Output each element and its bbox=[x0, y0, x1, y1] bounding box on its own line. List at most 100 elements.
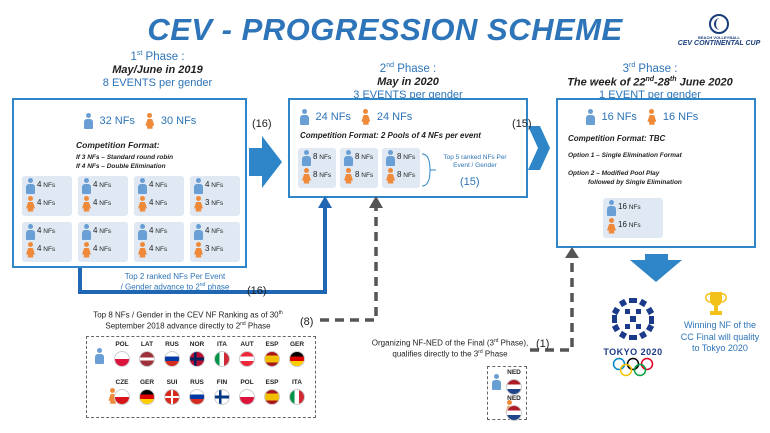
flag-code: GER bbox=[289, 341, 305, 348]
flag-code: NOR bbox=[189, 341, 205, 348]
flag-column: GER bbox=[286, 341, 308, 368]
phase2-header: 2nd Phase : May in 2020 3 EVENTS per gen… bbox=[353, 62, 463, 101]
female-icon bbox=[386, 167, 395, 184]
flag-column: RUS bbox=[161, 341, 183, 368]
female-icon bbox=[607, 217, 616, 234]
female-icon bbox=[82, 241, 91, 258]
flag-column: FIN bbox=[211, 379, 233, 406]
flag-sui-icon bbox=[164, 388, 180, 405]
flag-code: AUT bbox=[240, 341, 254, 348]
flag-lat-icon bbox=[139, 350, 155, 367]
phase2-box: 24 NFs 24 NFs Competition Format: 2 Pool… bbox=[288, 98, 528, 198]
female-icon bbox=[344, 167, 353, 184]
flag-column: POL bbox=[236, 379, 258, 406]
phase2-side-count: (15) bbox=[460, 176, 480, 188]
volleyball-icon bbox=[709, 14, 729, 34]
arrow-host-direct bbox=[530, 256, 574, 352]
male-icon bbox=[607, 199, 616, 216]
flag-code: POL bbox=[115, 341, 129, 348]
flag-column: POL bbox=[111, 341, 133, 368]
flag-pol-icon bbox=[239, 388, 255, 405]
male-icon bbox=[82, 177, 91, 194]
flag-column: ESP bbox=[261, 379, 283, 406]
arrow-phase3-to-tokyo bbox=[630, 254, 682, 282]
arrow-phase2-to-phase3 bbox=[528, 126, 550, 170]
phase1-men-count: 32 NFs bbox=[99, 114, 135, 127]
flag-code: POL bbox=[240, 379, 254, 386]
male-icon bbox=[386, 149, 395, 166]
flag-ned-icon bbox=[506, 378, 522, 395]
flag-esp-icon bbox=[264, 388, 280, 405]
flag-column: ITA bbox=[286, 379, 308, 406]
male-icon bbox=[84, 112, 93, 129]
flag-code: ESP bbox=[265, 341, 279, 348]
phase1-box: 32 NFs 30 NFs Competition Format: If 3 N… bbox=[12, 98, 247, 268]
flag-aut-icon bbox=[239, 350, 255, 367]
trophy-icon bbox=[705, 292, 727, 315]
phase3-option2a: Option 2 – Modified Pool Play bbox=[568, 170, 660, 177]
flag-fin-icon bbox=[214, 388, 230, 405]
flag-code: ITA bbox=[292, 379, 302, 386]
arrow-ranking-direct bbox=[320, 206, 378, 322]
male-icon bbox=[194, 177, 203, 194]
phase1-format-line2: If 4 NFs – Double Elimination bbox=[76, 163, 166, 170]
advance-text: Top 2 ranked NFs Per Event / Gender adva… bbox=[120, 272, 230, 292]
arrow-phase1-to-phase2 bbox=[249, 136, 282, 188]
phase2-format: Competition Format: 2 Pools of 4 NFs per… bbox=[300, 131, 481, 140]
phase3-box: 16 NFs 16 NFs Competition Format: TBC Op… bbox=[556, 98, 756, 248]
phase1-women-count: 30 NFs bbox=[160, 114, 197, 127]
flag-nor-icon bbox=[189, 350, 205, 367]
male-icon bbox=[302, 149, 311, 166]
flag-column: GER bbox=[136, 379, 158, 406]
phase3-cell: 16 NFs 16 NFs bbox=[603, 198, 663, 238]
flag-ita-icon bbox=[289, 388, 305, 405]
male-icon bbox=[82, 223, 91, 240]
male-icon bbox=[194, 223, 203, 240]
ranking-text: Top 8 NFs / Gender in the CEV NF Ranking… bbox=[93, 310, 283, 331]
phase1-format-title: Competition Format: bbox=[76, 140, 160, 150]
female-icon bbox=[647, 108, 657, 125]
phase3-format: Competition Format: TBC bbox=[568, 134, 666, 143]
phase1-format-line1: If 3 NFs – Standard round robin bbox=[76, 154, 174, 161]
flag-code: ESP bbox=[265, 379, 279, 386]
arrow-label-8: (8) bbox=[300, 316, 314, 328]
tokyo-label: TOKYO 2020 bbox=[603, 347, 663, 357]
flag-column: LAT bbox=[136, 341, 158, 368]
female-icon bbox=[138, 241, 147, 258]
phase2-men-count: 24 NFs bbox=[315, 110, 351, 123]
female-icon bbox=[194, 195, 203, 212]
tokyo-emblem-icon bbox=[611, 298, 655, 340]
flag-pol-icon bbox=[114, 350, 130, 367]
flag-code: SUI bbox=[166, 379, 178, 386]
phase1-header: 1st Phase : May/June in 2019 8 EVENTS pe… bbox=[102, 50, 213, 89]
phase3-option1: Option 1 – Single Elimination Format bbox=[568, 152, 682, 159]
flag-code: FIN bbox=[216, 379, 228, 386]
flag-ger-icon bbox=[289, 350, 305, 367]
male-icon bbox=[344, 149, 353, 166]
flag-ger-icon bbox=[139, 388, 155, 405]
flag-ned-icon bbox=[506, 404, 522, 421]
flag-column: CZE bbox=[111, 379, 133, 406]
flag-code: CZE bbox=[115, 379, 129, 386]
page-title: CEV - PROGRESSION SCHEME bbox=[147, 12, 623, 47]
arrow-label-15: (15) bbox=[512, 118, 532, 130]
winner-text: Winning NF of the CC Final will quality … bbox=[680, 320, 760, 354]
phase3-men-count: 16 NFs bbox=[601, 110, 637, 123]
flag-cze-icon bbox=[114, 388, 130, 405]
flag-column: AUT bbox=[236, 341, 258, 368]
flag-rus-icon bbox=[189, 388, 205, 405]
female-icon bbox=[26, 195, 35, 212]
cev-continental-cup-logo: BEACH VOLLEYBALL CEV CONTINENTAL CUP bbox=[676, 14, 762, 50]
male-icon bbox=[26, 223, 35, 240]
